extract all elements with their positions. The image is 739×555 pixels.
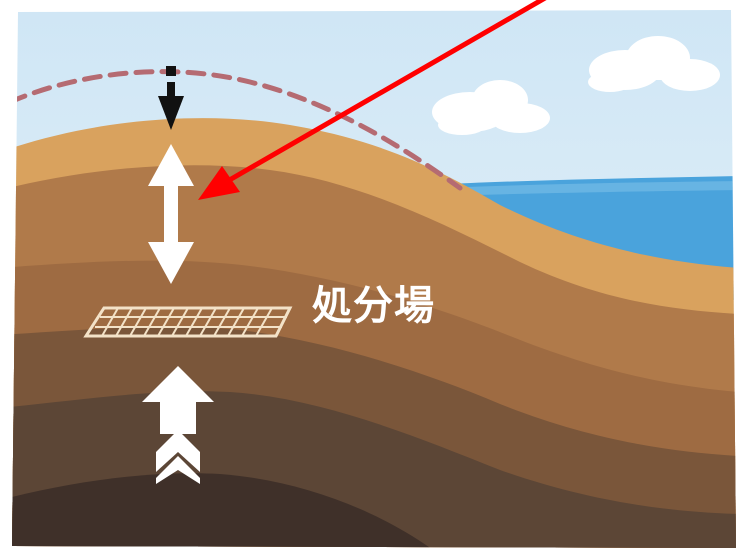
- down-arrow-icon: [158, 66, 184, 130]
- red-diagonal-arrow-icon: [198, 0, 547, 200]
- disposal-site-label: 処分場: [312, 283, 435, 329]
- cloud-icon: [432, 80, 550, 135]
- double-headed-arrow-icon: [148, 144, 194, 284]
- grid-facility-icon: [83, 306, 293, 338]
- eroded-surface-dashed-line: [12, 69, 463, 191]
- layer-deep: [12, 473, 440, 548]
- up-chevron-arrow-icon: [142, 366, 214, 484]
- cloud-icon: [588, 36, 720, 92]
